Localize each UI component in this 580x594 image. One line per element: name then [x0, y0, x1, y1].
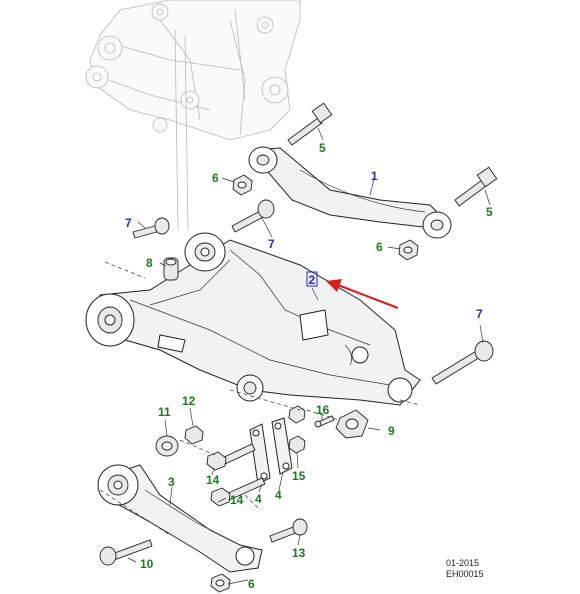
- link-4-left: [249, 423, 271, 485]
- callout-1: 1: [371, 169, 378, 183]
- callout-14-upper: 14: [206, 473, 220, 487]
- callout-9: 9: [388, 424, 395, 438]
- bracket-9: [299, 407, 369, 439]
- bolt-7-mid: [231, 199, 275, 233]
- callout-2-box: [306, 271, 318, 287]
- callout-11: 11: [158, 405, 171, 419]
- screw-16: [314, 415, 335, 428]
- callout-2: 2: [309, 273, 316, 287]
- bolt-10: [99, 539, 153, 566]
- callout-6-mid: 6: [376, 240, 383, 254]
- rear-subframe: [85, 232, 421, 406]
- alignment-lines: [104, 261, 421, 511]
- callout-16: 16: [316, 403, 330, 417]
- bolt-5-upper: [287, 102, 333, 146]
- callout-14-lower: 14: [230, 493, 244, 507]
- callout-12: 12: [182, 394, 196, 408]
- bolt-14-upper: [206, 443, 256, 471]
- nut-6-lower: [210, 573, 231, 593]
- footer-reference: 01-2015 EH00015: [446, 558, 484, 579]
- callout-10: 10: [140, 557, 154, 571]
- callout-7-left: 7: [125, 216, 132, 230]
- bushing-8: [163, 257, 179, 281]
- nut-6-upper: [232, 174, 253, 196]
- pointer-arrow: [326, 279, 399, 310]
- leader-lines: [127, 127, 491, 585]
- bolt-13: [269, 518, 308, 543]
- link-4-right: [271, 417, 293, 475]
- bushing-11: [155, 435, 179, 457]
- callout-4-left: 4: [255, 492, 262, 506]
- footer-ref: EH00015: [446, 569, 484, 579]
- callout-7-right: 7: [476, 307, 483, 321]
- lower-control-arm: [97, 464, 263, 573]
- upper-control-arm: [248, 146, 452, 239]
- nut-6-mid: [398, 239, 419, 261]
- callout-labels: 1 2 3 4 4 5 5 6 6 6 7 7 7 8 9 10 11 12 1…: [125, 141, 493, 591]
- callout-13: 13: [292, 546, 306, 560]
- callout-15: 15: [292, 469, 306, 483]
- bolt-14-lower: [210, 477, 266, 507]
- callout-6-lower: 6: [248, 577, 255, 591]
- footer-date: 01-2015: [446, 558, 479, 568]
- callout-5-right: 5: [486, 205, 493, 219]
- nut-12: [184, 425, 204, 445]
- bolt-7-right: [431, 340, 494, 385]
- callout-3: 3: [168, 475, 175, 489]
- callout-4-right: 4: [275, 488, 282, 502]
- background-knuckle-assembly: [85, 0, 301, 231]
- callout-7-mid: 7: [268, 237, 275, 251]
- callout-8: 8: [146, 256, 153, 270]
- callout-5-upper: 5: [319, 141, 326, 155]
- bolt-5-right: [454, 166, 498, 207]
- nuts-15: [288, 405, 306, 454]
- callout-6-upper: 6: [212, 171, 219, 185]
- bolt-7-left: [132, 217, 170, 239]
